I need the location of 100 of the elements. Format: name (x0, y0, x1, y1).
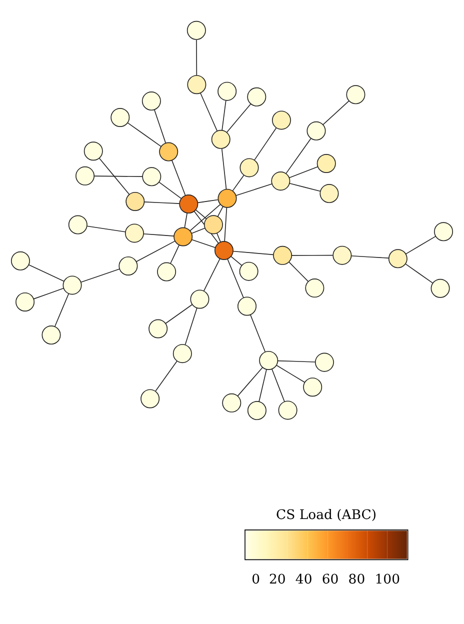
connector (224, 207, 228, 242)
node-circle (306, 121, 326, 140)
connector (191, 228, 206, 234)
node-circle (126, 192, 145, 211)
node-circle (42, 326, 61, 345)
node-circle (110, 108, 130, 127)
node-circle (316, 154, 336, 173)
node-circle (320, 184, 339, 204)
node-circle (76, 166, 95, 186)
node-circle (204, 215, 223, 234)
node-circle (314, 352, 334, 372)
node-circle (124, 224, 144, 243)
node-circle (140, 389, 160, 408)
connector (191, 239, 216, 248)
connector (232, 174, 244, 192)
connector (236, 183, 272, 196)
connector (232, 250, 274, 256)
connector (194, 210, 219, 244)
connector (184, 212, 188, 228)
connector (405, 236, 436, 254)
connector (155, 360, 178, 392)
connector (230, 256, 242, 266)
label: 100 (374, 572, 400, 588)
node-circle (218, 188, 237, 208)
label: 80 (348, 572, 366, 588)
label: 60 (322, 572, 339, 588)
connector (195, 210, 207, 220)
connector (216, 232, 221, 242)
node-circle (186, 20, 206, 40)
node-circle (305, 278, 324, 298)
node-circle (218, 82, 237, 101)
connector (276, 364, 305, 383)
node-circle (157, 262, 176, 282)
node-circle (16, 292, 35, 312)
connector (28, 264, 64, 282)
node-circle (142, 92, 161, 111)
label: 40 (295, 572, 312, 588)
node-circle (271, 172, 290, 191)
connector (237, 367, 263, 396)
connector (33, 288, 64, 300)
connector (80, 268, 120, 283)
connector (289, 182, 321, 192)
node-circle (68, 215, 88, 234)
connector (258, 369, 267, 402)
node-circle (148, 319, 168, 338)
label: 20 (268, 572, 286, 588)
connector (221, 148, 227, 190)
connector (405, 264, 433, 284)
node-circle (159, 142, 178, 162)
node-circle (174, 227, 193, 246)
connector (250, 314, 266, 352)
node-circle (259, 350, 278, 370)
connector (277, 360, 316, 362)
node-circle (332, 246, 352, 265)
connector (165, 304, 192, 324)
node-circle (346, 85, 366, 104)
connector (272, 368, 285, 402)
node-circle (272, 110, 291, 130)
connector (350, 255, 389, 258)
connector (198, 199, 218, 204)
connector (222, 100, 226, 131)
connector (143, 233, 174, 236)
node-circle (142, 167, 162, 186)
node-circle (434, 222, 454, 242)
node-circle (187, 75, 206, 94)
node-circle (10, 251, 30, 270)
node-circle (84, 142, 103, 161)
node-circle (211, 130, 230, 149)
connector (254, 128, 277, 160)
connector (291, 254, 334, 256)
connector (184, 308, 198, 346)
connector (288, 166, 318, 178)
node-circle (238, 296, 256, 316)
node-circle (118, 256, 138, 276)
connector (217, 206, 224, 217)
connector (99, 158, 130, 195)
node-circle (240, 158, 259, 178)
connector (158, 182, 182, 199)
node-circle (222, 393, 242, 412)
connector (86, 226, 126, 232)
node-circle (179, 194, 198, 214)
node-circle (247, 87, 266, 106)
connector (94, 176, 143, 177)
connector (127, 122, 162, 147)
node-circle (303, 378, 322, 397)
node-circle (190, 290, 210, 309)
connector (322, 100, 350, 125)
connector (227, 258, 244, 298)
connector (288, 262, 309, 282)
connector (203, 258, 220, 292)
node-circle (247, 401, 266, 420)
connector (170, 244, 180, 264)
connector (136, 240, 176, 262)
connector (190, 204, 221, 232)
node-circle (214, 241, 234, 260)
connector (172, 160, 186, 196)
connector (54, 293, 70, 327)
node-circle (273, 246, 292, 265)
node-circle (388, 249, 408, 268)
node-circle (239, 262, 258, 281)
